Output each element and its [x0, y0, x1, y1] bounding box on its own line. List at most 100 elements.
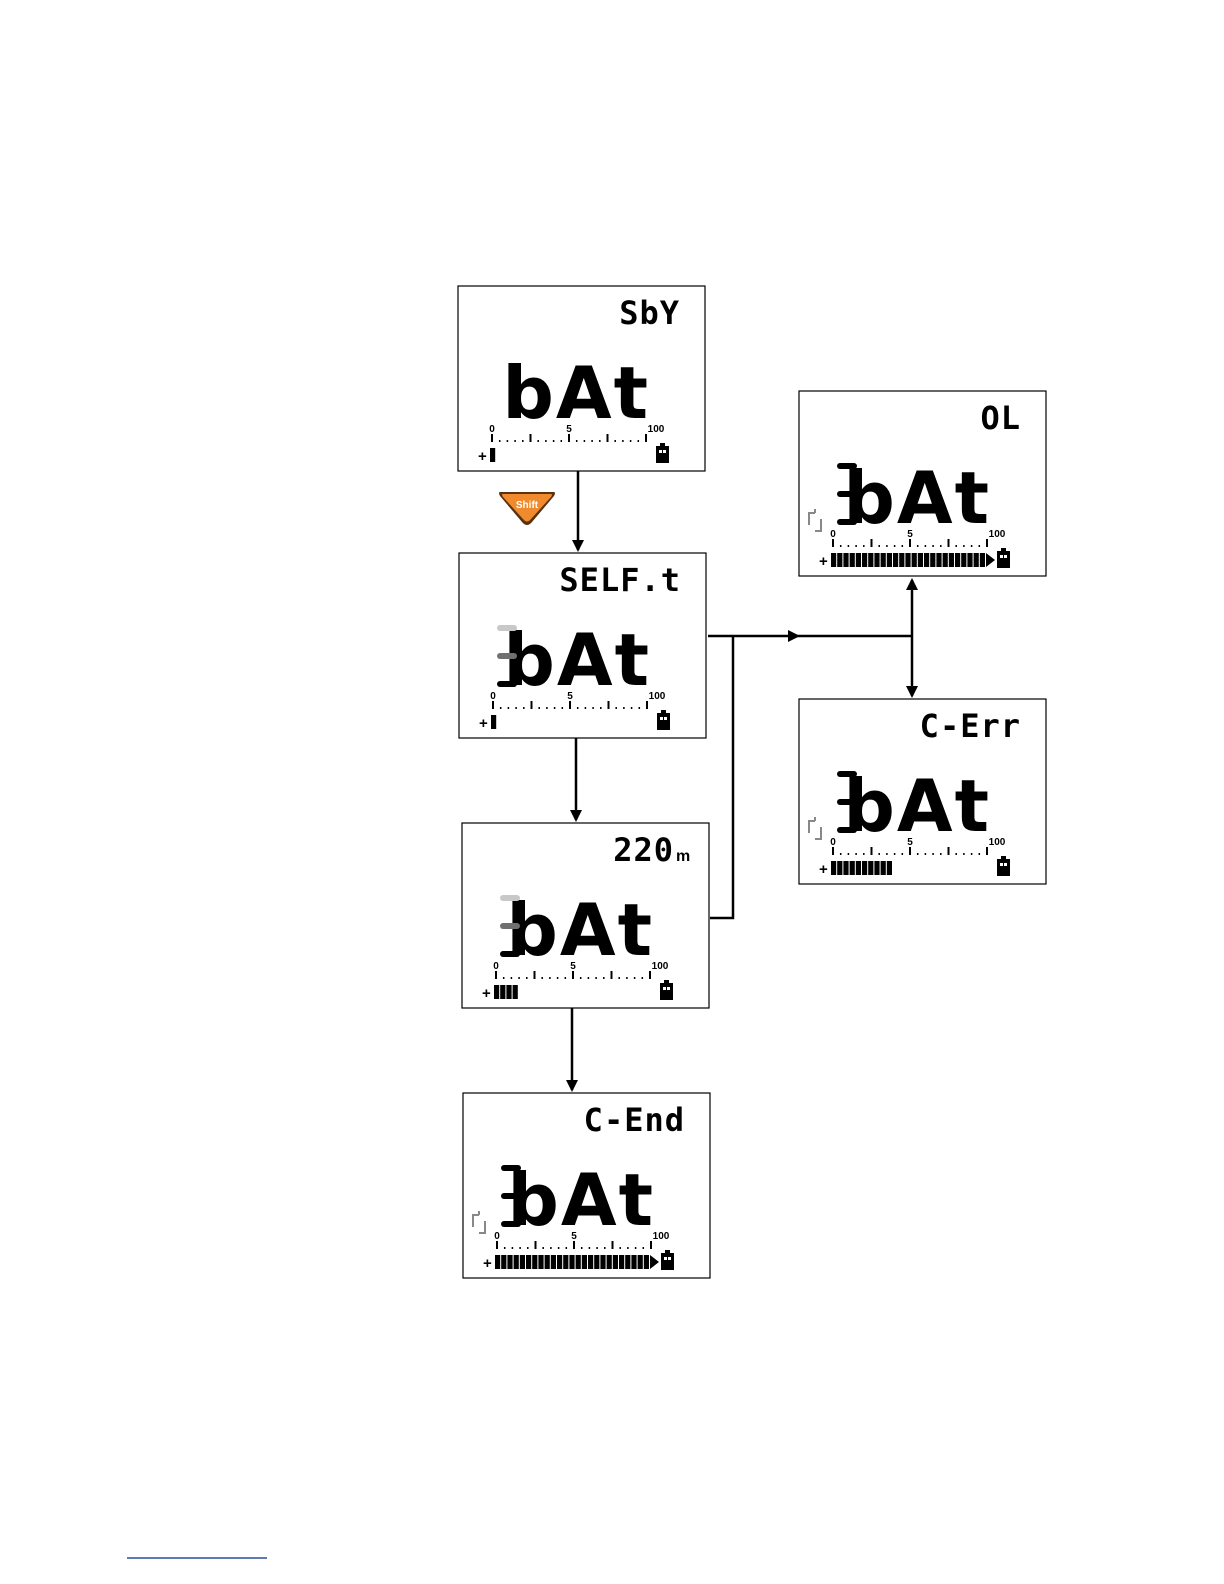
bar-segment	[912, 553, 917, 567]
lcd-level-dash	[837, 519, 857, 525]
bar-segment	[905, 553, 910, 567]
bar-segment	[494, 985, 499, 999]
bar-segment	[843, 861, 848, 875]
lcd-main-text: bAt	[507, 1158, 655, 1242]
bar-segment	[974, 553, 979, 567]
bar-plus-sign: +	[483, 1255, 492, 1272]
scale-label: 5	[571, 1231, 577, 1242]
bar-segment	[893, 553, 898, 567]
scale-label: 0	[830, 837, 836, 848]
bar-segment	[538, 1255, 543, 1269]
bar-segment	[887, 553, 892, 567]
bar-segment	[588, 1255, 593, 1269]
battery-icon	[660, 980, 673, 1000]
bar-segment	[526, 1255, 531, 1269]
bar-segment	[874, 861, 879, 875]
bar-segment	[862, 553, 867, 567]
bar-segment	[545, 1255, 550, 1269]
bar-plus-sign: +	[819, 861, 828, 878]
bar-segment	[868, 553, 873, 567]
bar-segment	[619, 1255, 624, 1269]
scale-label: 100	[989, 529, 1006, 540]
scale-label: 0	[490, 691, 496, 702]
bar-segment	[495, 1255, 500, 1269]
bar-segment	[930, 553, 935, 567]
bar-segment	[837, 553, 842, 567]
lcd-level-dash	[497, 681, 517, 687]
lcd-top-text: C-End	[584, 1101, 685, 1139]
bar-segment	[862, 861, 867, 875]
lcd-level-dash	[837, 799, 857, 805]
bar-segment	[613, 1255, 618, 1269]
bar-plus-sign: +	[478, 448, 487, 465]
lcd-display-220m: 220mbAt05100+	[462, 823, 709, 1008]
bar-segment	[949, 553, 954, 567]
bar-segment	[881, 861, 886, 875]
bar-segment	[507, 1255, 512, 1269]
bar-segment	[980, 553, 985, 567]
lcd-level-dash	[501, 1193, 521, 1199]
scale-label: 0	[489, 424, 495, 435]
lcd-level-dash	[497, 653, 517, 659]
lcd-level-dash	[500, 895, 520, 901]
bar-segment	[644, 1255, 649, 1269]
bar-segment	[500, 985, 505, 999]
lcd-level-dash	[837, 771, 857, 777]
bar-segment	[490, 448, 495, 462]
lcd-main-text: bAt	[502, 351, 650, 435]
bar-segment	[924, 553, 929, 567]
bar-segment	[850, 553, 855, 567]
bar-segment	[843, 553, 848, 567]
lcd-unit: m	[676, 848, 690, 865]
scale-label: 5	[907, 529, 913, 540]
lcd-level-dash	[500, 923, 520, 929]
bar-segment	[881, 553, 886, 567]
bar-segment	[513, 985, 518, 999]
shift-key-label: Shift	[516, 500, 539, 511]
bar-segment	[594, 1255, 599, 1269]
lcd-top-text: SELF.t	[559, 561, 681, 599]
scale-label: 100	[648, 424, 665, 435]
bar-segment	[491, 715, 496, 729]
lcd-top-text: OL	[980, 399, 1021, 437]
bar-segment	[501, 1255, 506, 1269]
lcd-main-text: bAt	[843, 456, 991, 540]
bar-plus-sign: +	[482, 985, 491, 1002]
bar-segment	[551, 1255, 556, 1269]
bar-segment	[856, 553, 861, 567]
scale-label: 100	[653, 1231, 670, 1242]
lcd-level-dash	[501, 1165, 521, 1171]
lcd-level-dash	[837, 463, 857, 469]
scale-label: 100	[989, 837, 1006, 848]
bar-segment	[625, 1255, 630, 1269]
bar-segment	[514, 1255, 519, 1269]
bar-segment	[955, 553, 960, 567]
scale-label: 5	[907, 837, 913, 848]
bar-segment	[868, 861, 873, 875]
bar-segment	[831, 861, 836, 875]
bar-segment	[961, 553, 966, 567]
bar-segment	[563, 1255, 568, 1269]
shift-key[interactable]: Shift	[499, 492, 555, 525]
bar-plus-sign: +	[479, 715, 488, 732]
battery-icon	[661, 1250, 674, 1270]
scale-label: 0	[494, 1231, 500, 1242]
bar-segment	[850, 861, 855, 875]
lcd-top-text: 220	[613, 831, 674, 869]
bar-segment	[582, 1255, 587, 1269]
lcd-level-dash	[497, 625, 517, 631]
lcd-display-sby: SbYbAt05100+	[458, 286, 705, 471]
bar-segment	[520, 1255, 525, 1269]
lcd-level-dash	[501, 1221, 521, 1227]
bar-segment	[557, 1255, 562, 1269]
lcd-level-dash	[837, 827, 857, 833]
scale-label: 5	[570, 961, 576, 972]
bar-segment	[569, 1255, 574, 1269]
bar-segment	[967, 553, 972, 567]
scale-label: 5	[566, 424, 572, 435]
scale-label: 0	[830, 529, 836, 540]
bar-segment	[600, 1255, 605, 1269]
